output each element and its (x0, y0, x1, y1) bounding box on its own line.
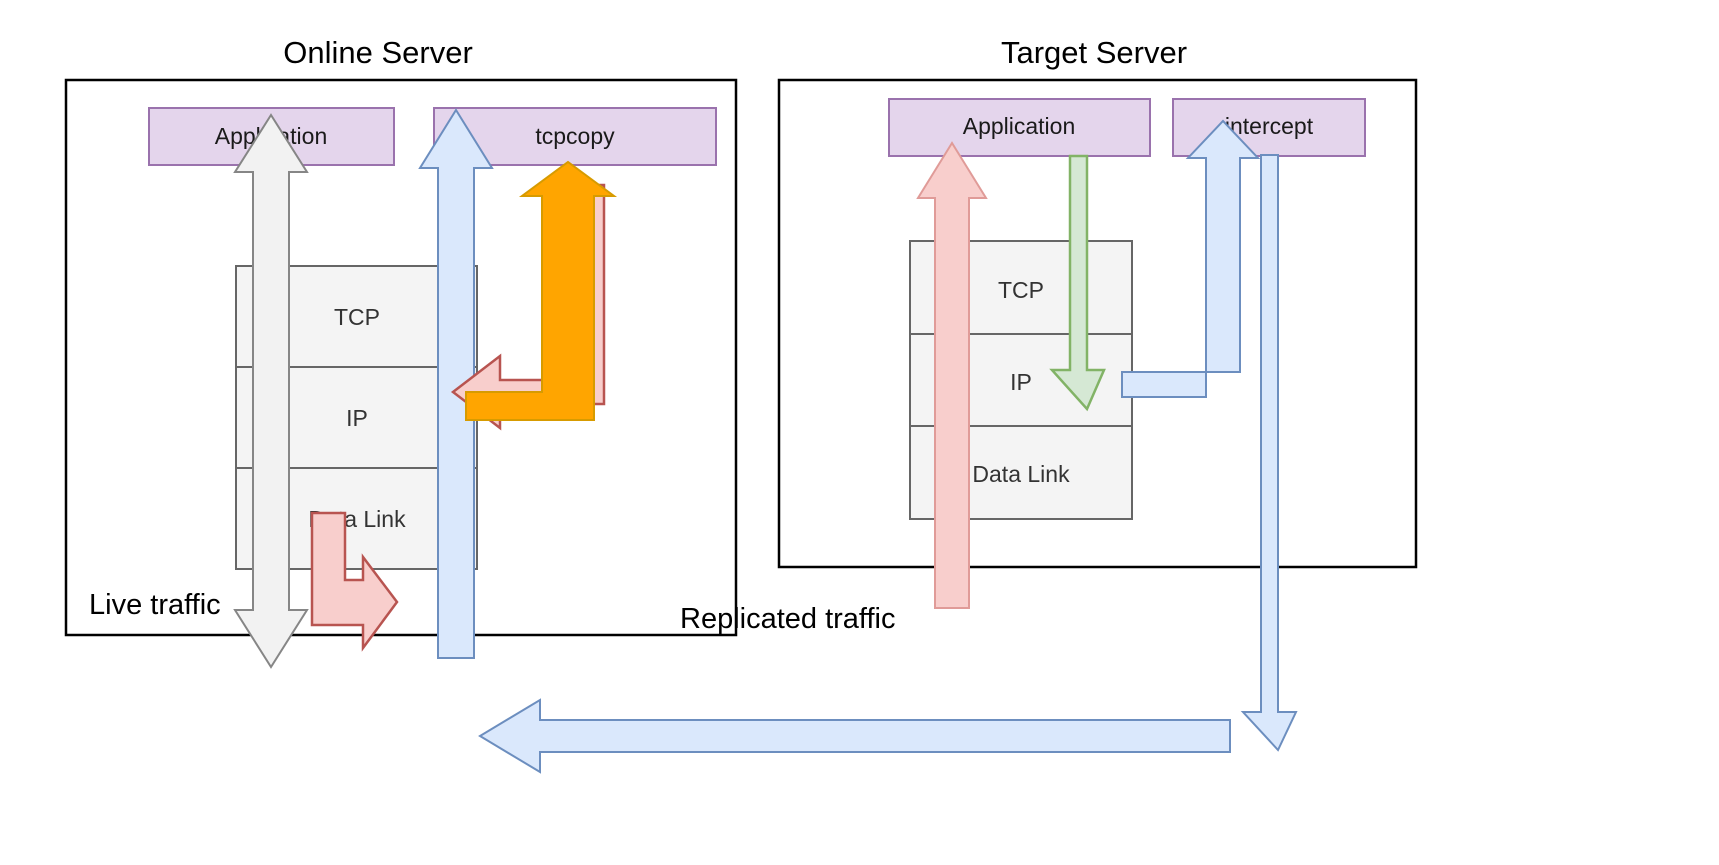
online-layer-tcp-label: TCP (334, 304, 380, 330)
target-layer-tcp-label: TCP (998, 277, 1044, 303)
target-green-arrow (1049, 154, 1106, 412)
live-traffic-white-arrow (233, 113, 309, 669)
live-traffic-label: Live traffic (89, 589, 221, 621)
target-layer-ip-label: IP (1010, 369, 1032, 395)
orange-elbow-arrow (465, 160, 618, 421)
target-application-box[interactable] (888, 98, 1151, 157)
target-layer-datalink-label: Data Link (972, 461, 1070, 487)
intercept-label: intercept (1225, 113, 1314, 139)
online-server-title: Online Server (283, 35, 473, 70)
intercept-return-blue-arrow (1240, 154, 1298, 752)
datalink-red-elbow-arrow (310, 511, 399, 652)
replicated-return-blue-arrow (478, 698, 1231, 774)
target-application-label: Application (963, 113, 1076, 139)
tcpcopy-label: tcpcopy (535, 123, 615, 149)
intercept-blue-elbow-arrow (1121, 119, 1261, 398)
target-server-title: Target Server (1001, 35, 1187, 70)
online-layer-ip-label: IP (346, 405, 368, 431)
replicated-traffic-label: Replicated traffic (680, 603, 895, 635)
target-application-red-arrow (916, 141, 988, 609)
tcpcopy-blue-arrow (418, 108, 494, 659)
